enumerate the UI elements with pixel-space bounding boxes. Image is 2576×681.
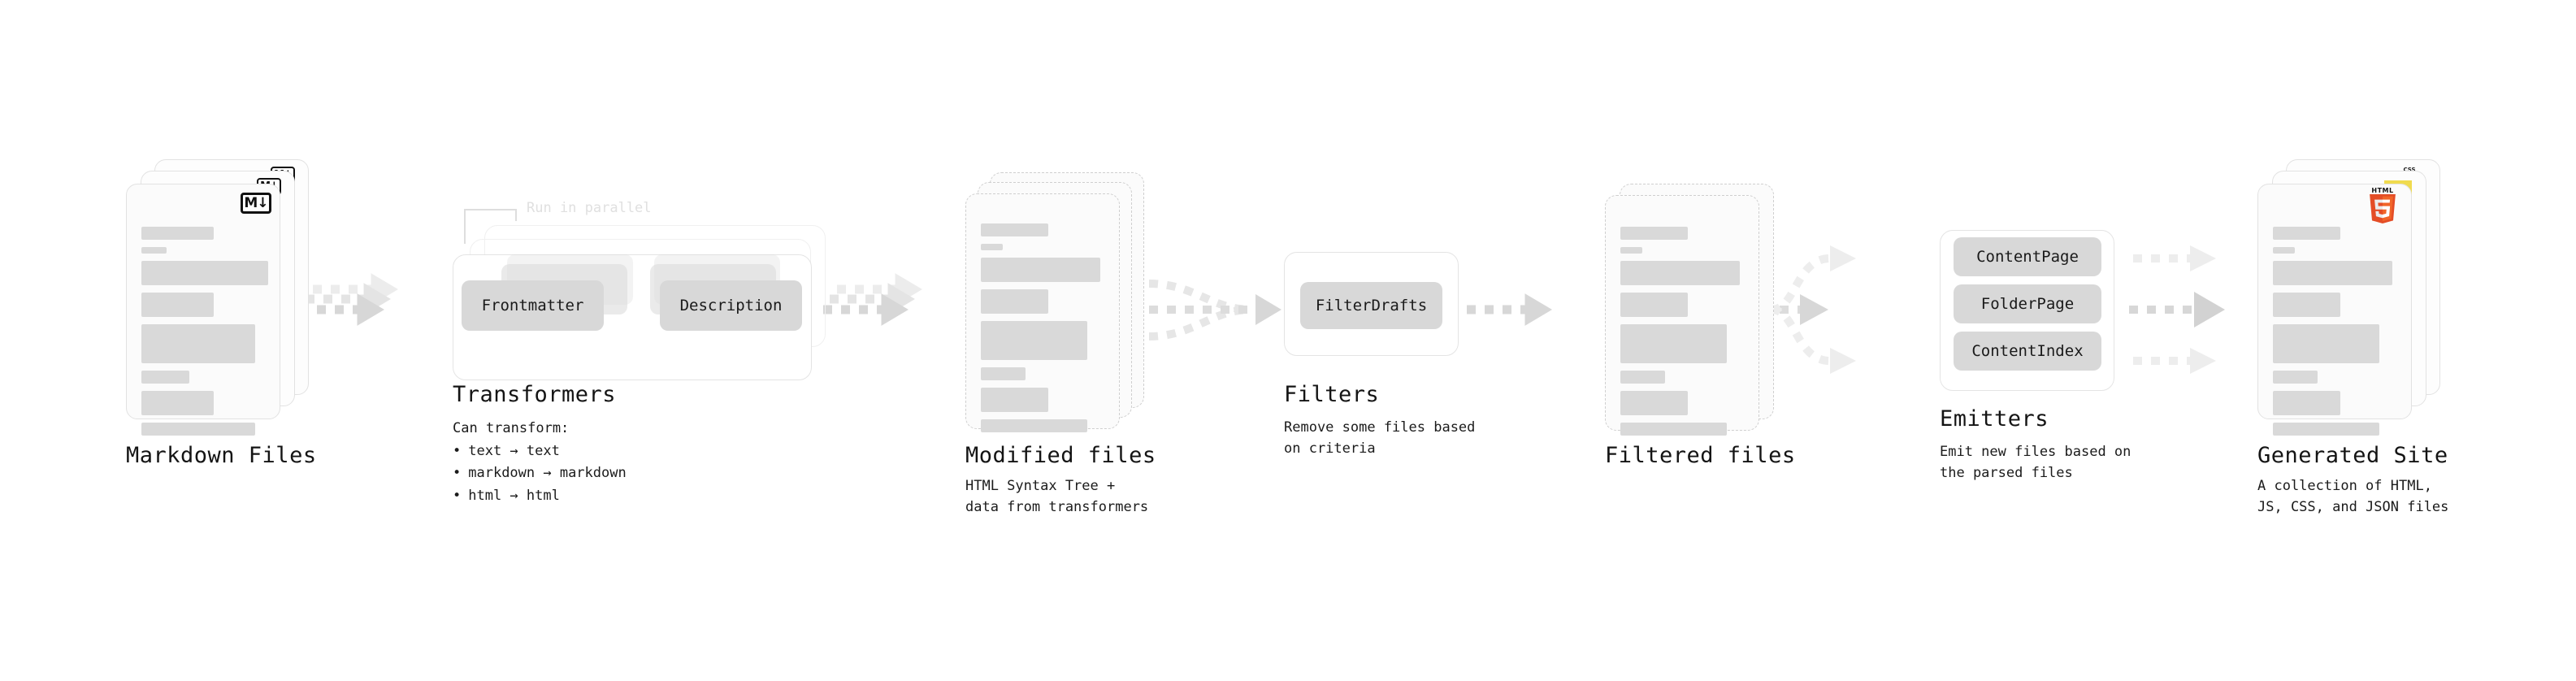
markdown-skeleton-bars bbox=[141, 227, 268, 443]
transformers-capability-list: Can transform: text → text markdown → ma… bbox=[453, 418, 627, 507]
html5-logo-icon: HTML bbox=[2368, 187, 2397, 223]
modified-card-front bbox=[965, 193, 1120, 432]
filterdrafts-pill[interactable]: FilterDrafts bbox=[1300, 282, 1442, 329]
contentpage-pill[interactable]: ContentPage bbox=[1954, 237, 2101, 276]
modified-files-subtitle: HTML Syntax Tree + data from transformer… bbox=[965, 478, 1149, 516]
modified-skeleton-bars bbox=[981, 223, 1108, 440]
transformers-list-item-1: markdown → markdown bbox=[453, 462, 626, 485]
filters-title: Filters bbox=[1284, 382, 1380, 407]
contentindex-pill[interactable]: ContentIndex bbox=[1954, 332, 2101, 371]
filtered-files-title: Filtered files bbox=[1605, 443, 1796, 468]
arrow-transformers-to-modified bbox=[823, 274, 922, 325]
css-badge-text: CSS bbox=[2403, 167, 2416, 173]
transformers-title: Transformers bbox=[453, 382, 617, 407]
filtered-skeleton-bars bbox=[1620, 227, 1747, 443]
markdown-files-title: Markdown Files bbox=[126, 443, 317, 468]
transformers-list-item-2: html → html bbox=[453, 485, 627, 508]
markdown-logo-icon: M↓ bbox=[241, 193, 271, 214]
generated-site-title: Generated Site bbox=[2257, 443, 2448, 468]
emitters-title: Emitters bbox=[1940, 406, 2049, 432]
transformers-list-item-0: text → text bbox=[453, 440, 627, 463]
arrow-modified-to-filters bbox=[1148, 280, 1281, 340]
filters-subtitle: Remove some files based on criteria bbox=[1284, 419, 1476, 458]
generated-skeleton-bars bbox=[2273, 227, 2400, 443]
folderpage-pill[interactable]: FolderPage bbox=[1954, 284, 2101, 323]
arrow-markdown-to-transformers bbox=[299, 274, 397, 325]
modified-files-title: Modified files bbox=[965, 443, 1156, 468]
filtered-card-front bbox=[1605, 195, 1759, 436]
frontmatter-pill[interactable]: Frontmatter bbox=[462, 280, 604, 331]
generated-site-subtitle: A collection of HTML, JS, CSS, and JSON … bbox=[2257, 478, 2449, 516]
transformers-list-lead: Can transform: bbox=[453, 420, 570, 436]
arrow-filters-to-filtered bbox=[1467, 294, 1551, 325]
arrow-emitters-to-site bbox=[2129, 245, 2225, 374]
html5-badge-text: HTML bbox=[2371, 187, 2394, 194]
description-pill[interactable]: Description bbox=[660, 280, 802, 331]
emitters-subtitle: Emit new files based on the parsed files bbox=[1940, 444, 2131, 482]
markdown-card-front: M↓ bbox=[126, 184, 280, 436]
generated-card-front-html: HTML bbox=[2257, 184, 2412, 436]
run-in-parallel-label: Run in parallel bbox=[527, 200, 652, 216]
